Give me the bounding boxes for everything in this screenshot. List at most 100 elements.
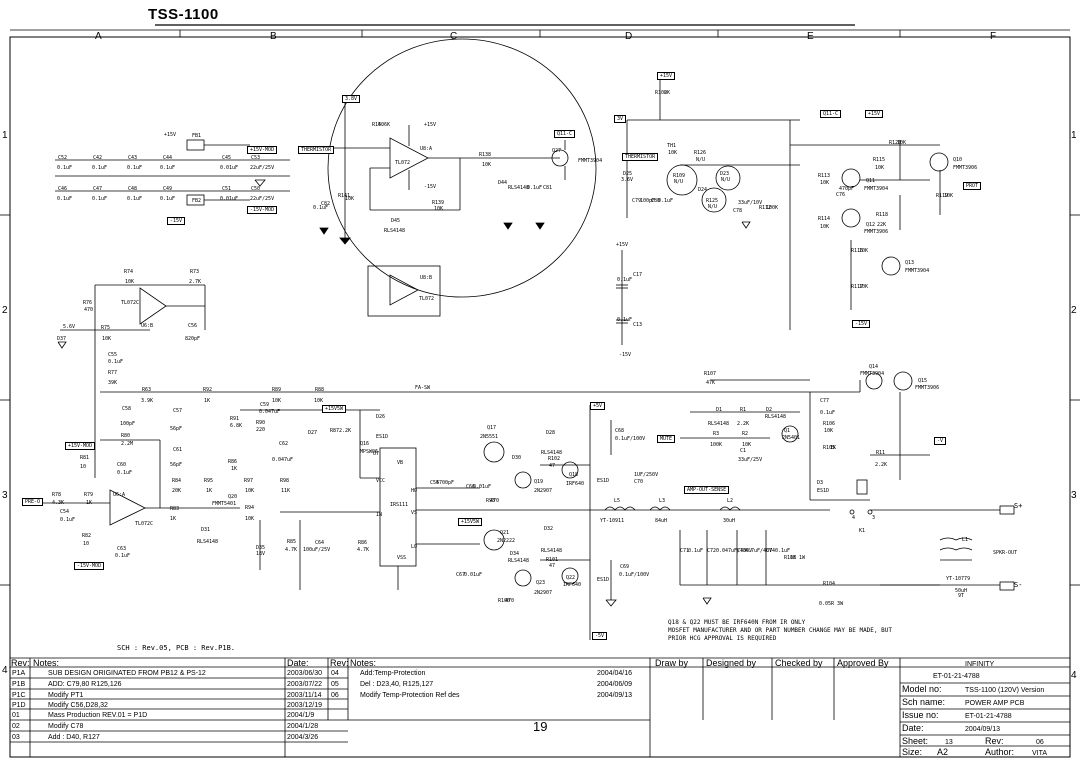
- component-label: 10K: [125, 279, 135, 285]
- component-label: 5.6V: [63, 324, 76, 330]
- component-label: R113: [818, 173, 831, 179]
- revision-note: Modify C78: [48, 723, 84, 730]
- component-label: 6.8K: [230, 423, 243, 429]
- component-label: IRF640: [563, 582, 582, 588]
- approval-checked-by: Checked by: [775, 658, 823, 668]
- component-label: IRS111: [390, 502, 409, 508]
- page-number: 19: [533, 719, 548, 734]
- component-label: -15V: [619, 352, 632, 358]
- component-label: 1K: [170, 516, 177, 522]
- component-label: 0.1uF: [820, 410, 836, 416]
- component-label: 0.1uF: [92, 165, 108, 171]
- model-label: Model no:: [902, 684, 942, 694]
- issue-label: Issue no:: [902, 710, 939, 720]
- component-label: -15V-MOD: [74, 562, 105, 570]
- component-label: C82: [321, 201, 331, 207]
- approval-designed-by: Designed by: [706, 658, 757, 668]
- component-label: R78: [52, 492, 62, 498]
- component-label: ES1D: [376, 434, 389, 440]
- component-label: IRF640: [566, 481, 585, 487]
- component-label: 0.1uF/100V: [619, 572, 650, 578]
- component-label: 0.1uF: [775, 548, 791, 554]
- component-label: RLS4148: [541, 450, 563, 456]
- component-label: MPSW06: [360, 449, 379, 455]
- approval-approved-by: Approved By: [837, 658, 889, 668]
- component-label: Q14: [869, 364, 879, 370]
- component-label: U8:B: [420, 275, 433, 281]
- component-label: +15V: [424, 122, 437, 128]
- component-label: Q11-C: [820, 110, 842, 118]
- component-label: 3.6V: [621, 177, 634, 183]
- row-label-1-right: 1: [1071, 130, 1077, 141]
- component-label: TL072C: [135, 521, 154, 527]
- component-label: 84uH: [655, 518, 668, 524]
- component-label: 2.7K: [189, 279, 202, 285]
- component-label: R90: [256, 420, 266, 426]
- component-label: 0.1uF: [617, 277, 633, 283]
- component-label: C55: [430, 480, 440, 486]
- component-label: 1K: [86, 500, 93, 506]
- component-label: R92: [203, 387, 213, 393]
- component-label: 2.2K: [737, 421, 750, 427]
- revision-note: Add:Temp-Protection: [360, 670, 426, 677]
- component-label: 0.1uF: [160, 196, 176, 202]
- component-label: FMMT3904: [905, 268, 930, 274]
- component-label: Q11-C: [554, 130, 576, 138]
- component-label: Q21: [500, 530, 510, 536]
- component-label: D31: [201, 527, 211, 533]
- revision-date: 2003/06/30: [287, 670, 323, 677]
- component-label: FA-SW: [415, 385, 431, 391]
- component-label: 0.047uF/400V: [716, 548, 753, 554]
- component-label: R85: [287, 539, 297, 545]
- note-line-2: MOSFET MANUFACTURER AND OR PART NUMBER C…: [668, 627, 892, 634]
- component-label: 10: [83, 541, 90, 547]
- component-label: C13: [633, 322, 643, 328]
- component-label: 18V: [256, 551, 266, 557]
- component-label: Q27: [552, 148, 562, 154]
- row-label-4-left: 4: [2, 665, 8, 676]
- component-label: R75: [101, 325, 111, 331]
- component-label: 2.2K: [339, 428, 352, 434]
- component-label: 0.1uF: [117, 470, 133, 476]
- component-label: YT-10779: [946, 576, 971, 582]
- company-name: INFINITY: [965, 661, 995, 668]
- component-label: 10K: [824, 428, 834, 434]
- component-label: U8:A: [420, 146, 433, 152]
- column-label-c: C: [450, 31, 458, 42]
- component-label: 220: [256, 427, 266, 433]
- component-label: VB: [397, 460, 404, 466]
- component-label: 4.7uF/40V: [745, 548, 773, 554]
- component-label: C81: [543, 185, 553, 191]
- component-label: 33uF/25V: [738, 457, 763, 463]
- revision-date: 2004/1/9: [287, 712, 315, 719]
- component-label: HO: [411, 488, 418, 494]
- row-label-2-left: 2: [2, 305, 8, 316]
- sch-pcb-revision: SCH : Rev.05, PCB : Rev.P1B.: [117, 644, 236, 652]
- component-label: C48: [128, 186, 138, 192]
- revision-date: 2003/12/19: [287, 702, 323, 709]
- component-label: R74: [124, 269, 134, 275]
- component-label: D30: [512, 455, 522, 461]
- component-label: FB2: [192, 198, 202, 204]
- component-label: C51: [222, 186, 232, 192]
- component-label: U7: [373, 451, 380, 457]
- revision-rev: 05: [331, 681, 339, 688]
- size-value: A2: [937, 747, 949, 757]
- component-label: 10K: [859, 248, 869, 254]
- component-label: R83: [170, 506, 180, 512]
- component-label: 30uH: [723, 518, 736, 524]
- component-label: 9T: [958, 593, 965, 599]
- component-label: 50uH: [955, 588, 968, 594]
- component-label: C74: [766, 548, 776, 554]
- component-label: +15V-MOD: [247, 146, 278, 154]
- component-label: 10K: [102, 336, 112, 342]
- component-label: 0.1uF: [127, 196, 143, 202]
- component-label: 1K 1W: [790, 555, 806, 561]
- component-label: R97: [244, 478, 254, 484]
- component-label: 0.1uF: [108, 359, 124, 365]
- component-label: FMMT3906: [953, 165, 978, 171]
- column-label-b: B: [270, 31, 277, 42]
- component-label: Q10: [953, 157, 963, 163]
- component-label: C62: [279, 441, 289, 447]
